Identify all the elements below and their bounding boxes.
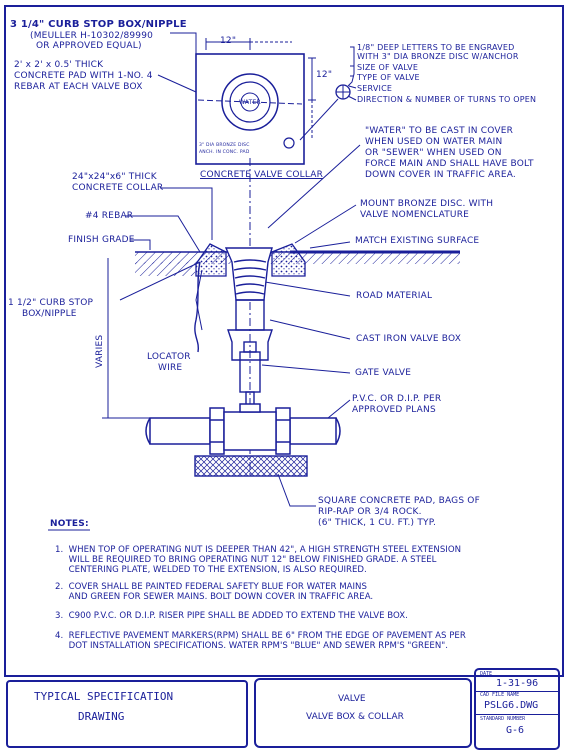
match-surface-label: MATCH EXISTING SURFACE bbox=[355, 236, 480, 246]
concrete-pad-section bbox=[194, 455, 308, 477]
road-material-label: ROAD MATERIAL bbox=[356, 291, 433, 301]
disc-note-1: 1/8" DEEP LETTERS TO BE ENGRAVED bbox=[357, 43, 515, 52]
curb-stop-label-2: BOX/NIPPLE bbox=[22, 309, 77, 319]
note-2-line-1: 2. COVER SHALL BE PAINTED FEDERAL SAFETY… bbox=[55, 582, 367, 592]
type-of-valve: TYPE OF VALVE bbox=[357, 73, 420, 82]
square-pad-label-1: SQUARE CONCRETE PAD, BAGS OF bbox=[318, 496, 480, 506]
collar-caption: CONCRETE VALVE COLLAR bbox=[200, 170, 324, 180]
concrete-collar-section bbox=[195, 243, 306, 277]
locator-label-2: WIRE bbox=[158, 363, 183, 373]
date-label: DATE bbox=[480, 671, 493, 677]
note-2-line-2: AND GREEN FOR SEWER MAINS. BOLT DOWN COV… bbox=[55, 592, 374, 602]
water-cover-4: FORCE MAIN AND SHALL HAVE BOLT bbox=[365, 159, 534, 169]
title-left-line-1: TYPICAL SPECIFICATION bbox=[34, 690, 174, 703]
cast-iron-label: CAST IRON VALVE BOX bbox=[356, 334, 462, 344]
disc-note-2: WITH 3" DIA BRONZE DISC W/ANCHOR bbox=[357, 52, 519, 61]
title-block-left: TYPICAL SPECIFICATION DRAWING bbox=[6, 680, 248, 748]
finish-grade-label: FINISH GRADE bbox=[68, 235, 135, 245]
note-3-line-1: 3. C900 P.V.C. OR D.I.P. RISER PIPE SHAL… bbox=[55, 611, 408, 621]
water-cover-1: "WATER" TO BE CAST IN COVER bbox=[365, 126, 514, 136]
cad-file-name: PSLG6.DWG bbox=[484, 700, 539, 711]
size-of-valve: SIZE OF VALVE bbox=[357, 63, 419, 72]
note-1-line-1: 1. WHEN TOP OF OPERATING NUT IS DEEPER T… bbox=[55, 545, 462, 555]
title-block-center: VALVE VALVE BOX & COLLAR bbox=[254, 678, 472, 748]
title-center-line-1: VALVE bbox=[338, 694, 366, 704]
water-cover-5: DOWN COVER IN TRAFFIC AREA. bbox=[365, 170, 516, 180]
main-pipe bbox=[145, 403, 341, 455]
standard-label: STANDARD NUMBER bbox=[480, 716, 526, 722]
note-1-line-2: WILL BE REQUIRED TO BRING OPERATING NUT … bbox=[55, 555, 437, 565]
dimension-top: 12" bbox=[220, 36, 237, 46]
water-cover-3: OR "SEWER" WHEN USED ON bbox=[365, 148, 502, 158]
curb-stop-box-label: 3 1/4" CURB STOP BOX/NIPPLE bbox=[10, 19, 187, 30]
pvc-label-1: P.V.C. OR D.I.P. PER bbox=[352, 394, 442, 404]
bronze-disc-symbol bbox=[299, 46, 357, 141]
bronze-label-2: VALVE NOMENCLATURE bbox=[360, 210, 470, 220]
disc-small-2: ANCH. IN CONC. PAD bbox=[199, 150, 250, 155]
pad-label-1: 2' x 2' x 0.5' THICK bbox=[14, 60, 104, 70]
rebar-label: #4 REBAR bbox=[85, 211, 134, 221]
gate-valve-label: GATE VALVE bbox=[355, 368, 412, 378]
pvc-label-2: APPROVED PLANS bbox=[352, 405, 436, 415]
collar-label-1: 24"x24"x6" THICK bbox=[72, 172, 157, 182]
title-block-right: DATE 1-31-96 CAD FILE NAME PSLG6.DWG STA… bbox=[474, 668, 560, 750]
dimension-side: 12" bbox=[316, 70, 333, 80]
service-label: SERVICE bbox=[357, 84, 393, 93]
curb-stop-label-1: 1 1/2" CURB STOP bbox=[8, 298, 94, 308]
square-pad-label-3: (6" THICK, 1 CU. FT.) TYP. bbox=[318, 518, 437, 528]
title-left-line-2: DRAWING bbox=[78, 710, 125, 723]
pad-label-3: REBAR AT EACH VALVE BOX bbox=[14, 82, 143, 92]
direction-label: DIRECTION & NUMBER OF TURNS TO OPEN bbox=[357, 95, 537, 104]
notes-heading: NOTES: bbox=[50, 519, 89, 529]
varies-dimension bbox=[102, 258, 150, 419]
locator-label-1: LOCATOR bbox=[147, 352, 191, 362]
pad-label-2: CONCRETE PAD WITH 1-NO. 4 bbox=[14, 71, 153, 81]
curb-stop-box-sub2: OR APPROVED EQUAL) bbox=[36, 41, 142, 51]
water-cover-2: WHEN USED ON WATER MAIN bbox=[365, 137, 503, 147]
square-pad-label-2: RIP-RAP OR 3/4 ROCK. bbox=[318, 507, 422, 517]
disc-small-1: 3" DIA BRONZE DISC bbox=[199, 143, 250, 148]
note-4-line-2: DOT INSTALLATION SPECIFICATIONS. WATER R… bbox=[55, 641, 448, 651]
leader-lines bbox=[119, 32, 361, 507]
collar-label-2: CONCRETE COLLAR bbox=[72, 183, 164, 193]
varies-label: VARIES bbox=[95, 334, 105, 368]
water-word: WATER bbox=[239, 99, 261, 106]
standard-number: G-6 bbox=[506, 725, 525, 736]
note-1-line-3: CENTERING PLATE, WELDED TO THE EXTENSION… bbox=[55, 565, 367, 575]
bronze-label-1: MOUNT BRONZE DISC. WITH bbox=[360, 199, 494, 209]
note-4-line-1: 4. REFLECTIVE PAVEMENT MARKERS(RPM) SHAL… bbox=[55, 631, 466, 641]
valve-box-section bbox=[194, 247, 273, 411]
drawing-border bbox=[4, 5, 564, 677]
drawing-date: 1-31-96 bbox=[496, 678, 539, 689]
file-label: CAD FILE NAME bbox=[480, 692, 520, 698]
title-center-line-2: VALVE BOX & COLLAR bbox=[306, 712, 404, 722]
curb-stop-box-sub1: (MEULLER H-10302/89990 bbox=[30, 31, 154, 41]
